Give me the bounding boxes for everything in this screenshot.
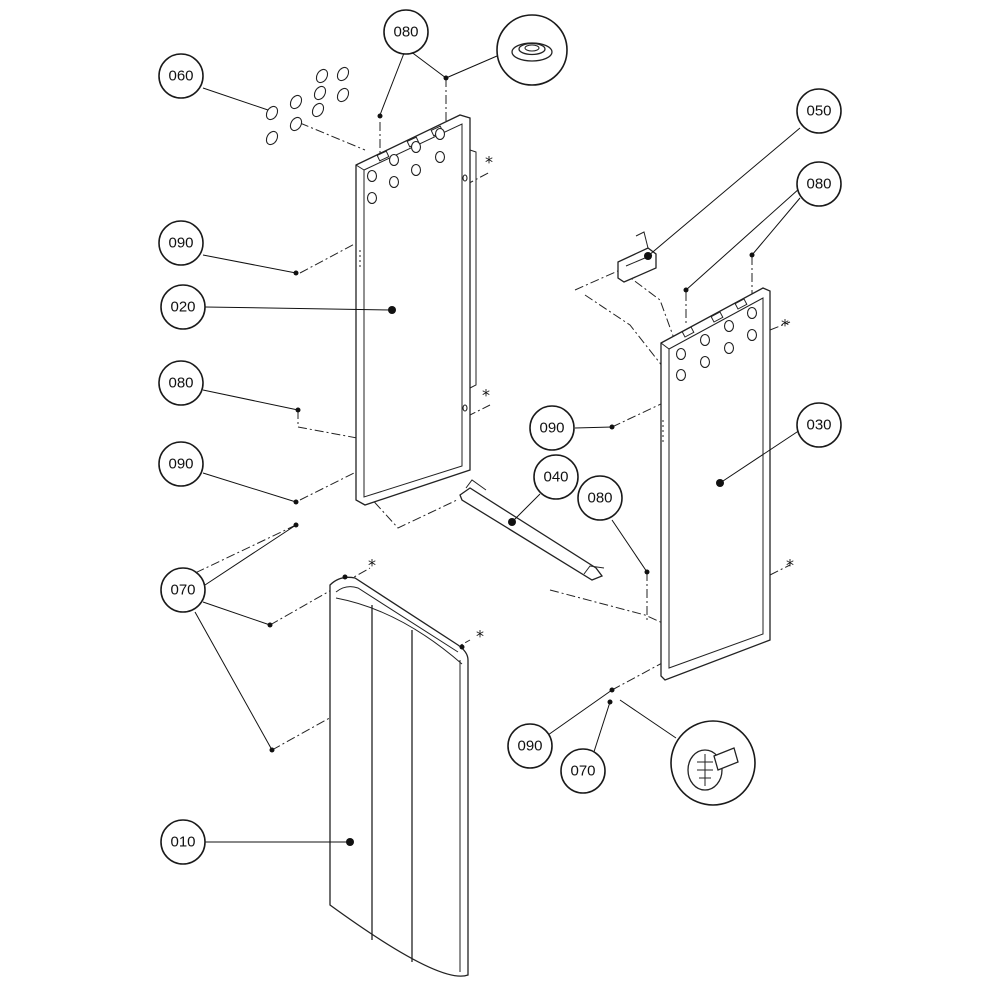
panel-020: [355, 114, 477, 506]
callout-label: 090: [168, 235, 193, 252]
callout-label: 080: [168, 375, 193, 392]
grommets-060: [265, 66, 350, 146]
callout-label: 070: [570, 763, 595, 780]
grommet-inset: [496, 14, 568, 86]
callout-label: 010: [170, 834, 195, 851]
callout-label: 080: [806, 176, 831, 193]
leader-lines: [194, 47, 801, 843]
panel-030: [660, 287, 771, 681]
callout-080-mid: 080: [577, 475, 623, 521]
star-mark: *: [786, 556, 794, 575]
callout-060: 060: [158, 53, 204, 99]
callout-090-bottom: 090: [507, 723, 553, 769]
callout-040: 040: [533, 454, 579, 500]
callout-label: 090: [168, 456, 193, 473]
star-mark: *: [485, 153, 493, 172]
callout-label: 090: [517, 738, 542, 755]
star-mark: *: [476, 627, 484, 646]
callout-070-bottom: 070: [560, 748, 606, 794]
screw-inset: [670, 720, 756, 806]
callout-090-right: 090: [529, 405, 575, 451]
callout-label: 040: [543, 469, 568, 486]
callout-label: 070: [170, 582, 195, 599]
reference-stars: * * * * * *: [368, 153, 794, 646]
callout-030: 030: [796, 402, 842, 448]
callout-090-a: 090: [158, 220, 204, 266]
callout-label: 030: [806, 417, 831, 434]
callout-label: 080: [587, 490, 612, 507]
callout-label: 060: [168, 68, 193, 85]
rail-040: [459, 479, 605, 581]
callout-080-left: 080: [158, 360, 204, 406]
callout-label: 090: [539, 420, 564, 437]
star-mark: *: [368, 556, 376, 575]
callout-label: 080: [393, 24, 418, 41]
callout-080-right: 080: [796, 161, 842, 207]
callout-label: 020: [170, 299, 195, 316]
callout-080-top: 080: [383, 9, 429, 55]
callout-label: 050: [806, 103, 831, 120]
door-panel-010: [329, 574, 469, 977]
callout-010: 010: [160, 819, 206, 865]
star-mark: *: [781, 316, 789, 335]
star-mark: *: [482, 386, 490, 405]
callout-090-b: 090: [158, 441, 204, 487]
fastener-points: [267, 75, 755, 846]
callout-070-left: 070: [160, 567, 206, 613]
callout-020: 020: [160, 284, 206, 330]
callout-050: 050: [796, 88, 842, 134]
